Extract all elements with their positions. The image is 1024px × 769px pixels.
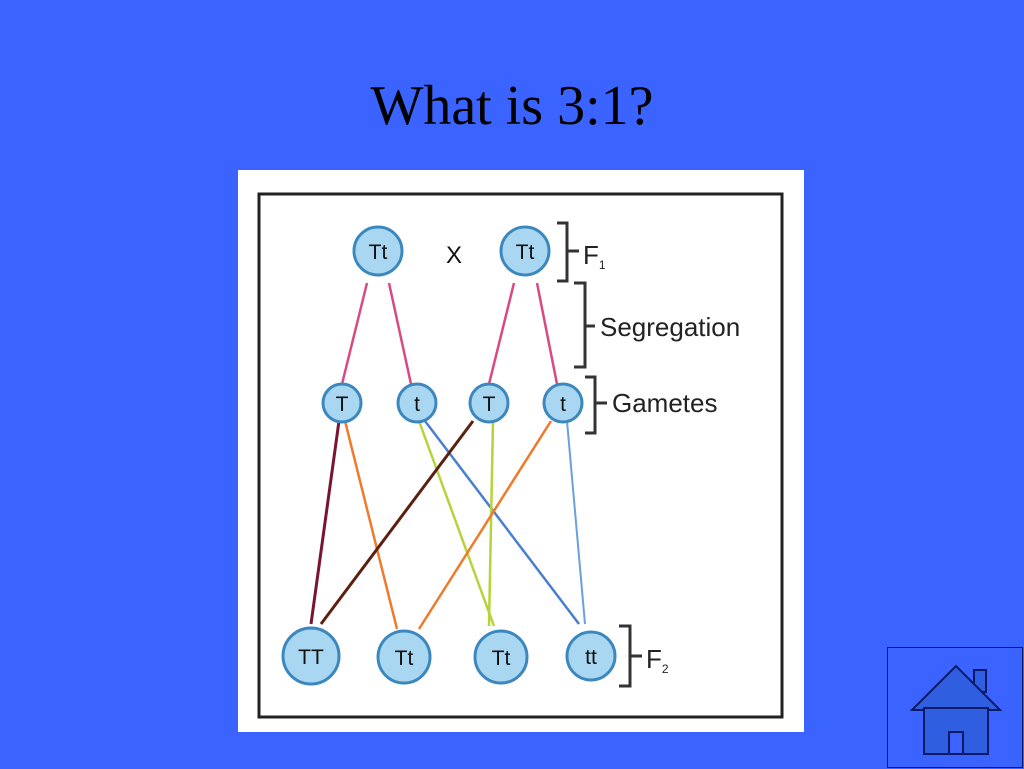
offspring-label-1: TT [298, 646, 324, 669]
gamete-label-3: T [483, 393, 496, 416]
bracket-f1 [557, 221, 579, 283]
line-parent1-gamete2 [387, 282, 413, 385]
home-button[interactable] [887, 647, 1023, 768]
line-parent1-gamete1 [340, 282, 369, 385]
parent-node-1: Tt [352, 225, 404, 277]
offspring-label-4: tt [585, 646, 597, 669]
offspring-node-4: tt [565, 630, 617, 682]
fertilization-lines [309, 420, 586, 630]
parent-label-1: Tt [369, 241, 388, 264]
line-gamete1-offspring2 [343, 420, 399, 630]
bracket-gametes [585, 375, 607, 435]
parent-node-2: Tt [499, 225, 551, 277]
line-gamete4-offspring2 [417, 420, 553, 630]
line-gamete3-offspring3 [487, 420, 495, 627]
line-parent2-gamete3 [487, 282, 516, 385]
offspring-label-2: Tt [395, 647, 414, 670]
segregation-lines [340, 282, 559, 385]
offspring-node-2: Tt [376, 629, 432, 685]
label-f2: F2 [646, 644, 669, 676]
line-gamete1-offspring1 [309, 420, 341, 625]
offspring-node-3: Tt [473, 629, 529, 685]
diagram-border [257, 192, 784, 719]
cross-diagram: Tt X Tt T t T t TT Tt [238, 170, 804, 732]
gamete-node-1: T [321, 382, 363, 424]
gamete-node-4: t [542, 382, 584, 424]
offspring-label-3: Tt [492, 647, 511, 670]
brackets [557, 221, 642, 688]
bracket-segregation [574, 281, 595, 369]
parent-label-2: Tt [516, 241, 535, 264]
cross-diagram-svg: Tt X Tt T t T t TT Tt [257, 192, 784, 719]
line-gamete2-offspring3 [417, 420, 496, 627]
slide-title: What is 3:1? [370, 75, 654, 137]
gamete-node-3: T [468, 382, 510, 424]
gamete-label-4: t [560, 393, 566, 416]
gamete-node-2: t [396, 382, 438, 424]
line-gamete4-offspring4 [566, 420, 586, 625]
label-segregation: Segregation [600, 312, 740, 342]
line-gamete2-offspring4 [424, 420, 580, 625]
cross-symbol: X [446, 242, 462, 269]
label-gametes: Gametes [612, 388, 718, 418]
house-icon [909, 664, 1003, 755]
bracket-f2 [619, 624, 642, 688]
line-gamete3-offspring1 [319, 420, 475, 625]
line-parent2-gamete4 [535, 282, 559, 385]
gamete-label-2: t [414, 393, 420, 416]
gamete-label-1: T [336, 393, 349, 416]
label-f1: F1 [583, 240, 606, 272]
offspring-node-1: TT [281, 626, 341, 686]
